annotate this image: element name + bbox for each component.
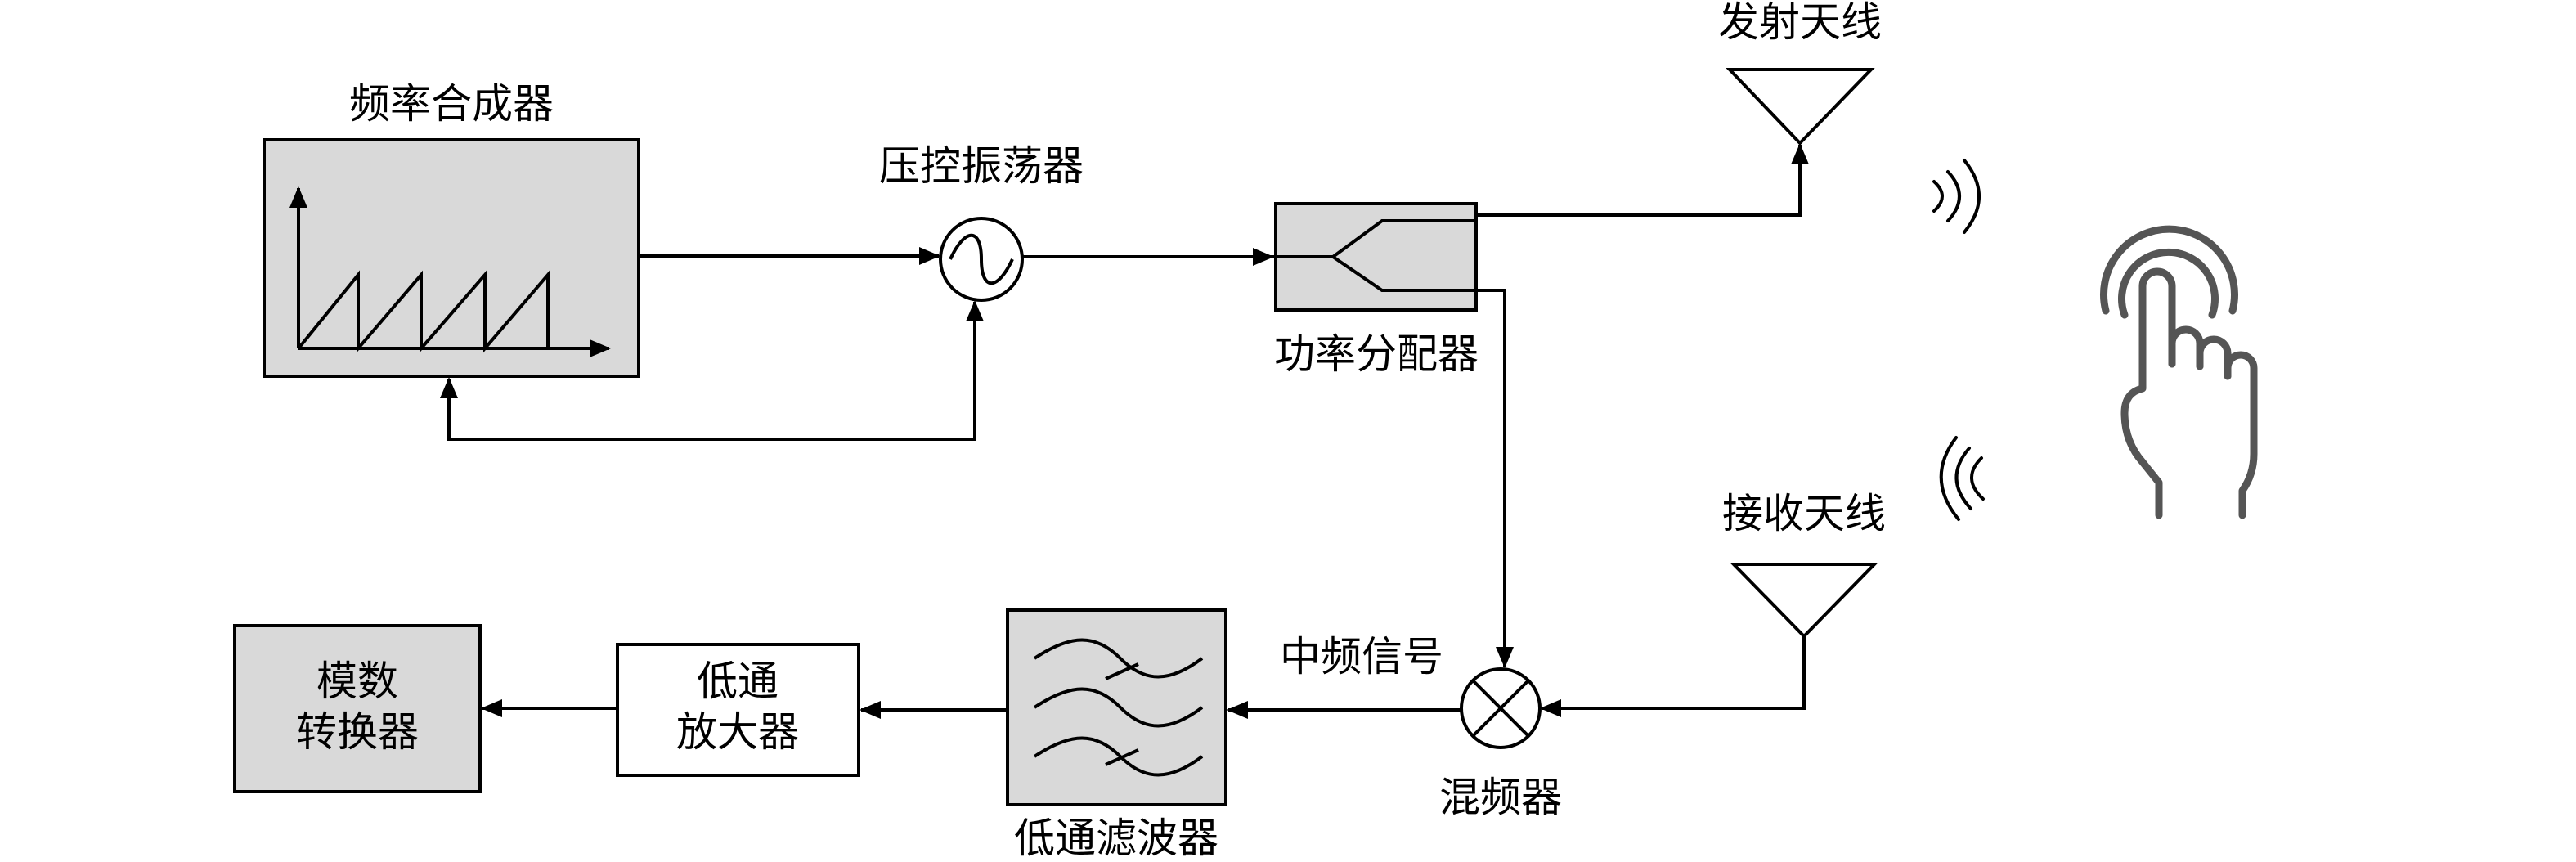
- amplifier-label-line2: 放大器: [676, 708, 799, 756]
- voltage-controlled-oscillator: [939, 217, 1024, 302]
- tx-antenna-icon: [1726, 68, 1875, 146]
- rx-to-mixer-line: [1540, 636, 1806, 717]
- if-signal-label: 中频信号: [1280, 633, 1443, 680]
- frequency-synthesizer-label: 频率合成器: [349, 80, 554, 128]
- filter-wave-icon: [1033, 638, 1204, 777]
- wireless-wave-icon: [1939, 436, 1985, 521]
- amplifier-box: [616, 643, 860, 777]
- wireless-wave-icon: [1932, 159, 1981, 234]
- divider-to-tx-line: [1476, 143, 1809, 217]
- tx-antenna-label: 发射天线: [1718, 0, 1882, 46]
- low-pass-filter-box: [1006, 608, 1227, 806]
- adc-box: [233, 624, 482, 793]
- adc-label-line1: 模数: [316, 658, 398, 705]
- frequency-synthesizer-box: [263, 138, 640, 378]
- power-divider-label: 功率分配器: [1274, 330, 1479, 378]
- rx-antenna-label: 接收天线: [1722, 490, 1886, 537]
- power-divider: [1272, 202, 1478, 312]
- mixer-label: 混频器: [1439, 774, 1562, 821]
- adc-label-line2: 转换器: [296, 708, 419, 756]
- low-pass-filter-label: 低通滤波器: [1014, 815, 1218, 862]
- divider-to-mixer-line: [1476, 289, 1514, 668]
- vco-feedback-line: [440, 311, 976, 441]
- sawtooth-waveform-icon: [289, 186, 611, 357]
- connections: [440, 143, 1809, 719]
- low-pass-filter: [1006, 608, 1227, 806]
- hand-gesture-icon: [2100, 225, 2258, 519]
- frequency-synthesizer: [263, 138, 640, 378]
- rx-antenna-icon: [1730, 563, 1878, 639]
- mixer-icon: [1460, 667, 1542, 749]
- vco-label: 压控振荡器: [879, 142, 1084, 190]
- amplifier-label-line1: 低通: [697, 658, 779, 705]
